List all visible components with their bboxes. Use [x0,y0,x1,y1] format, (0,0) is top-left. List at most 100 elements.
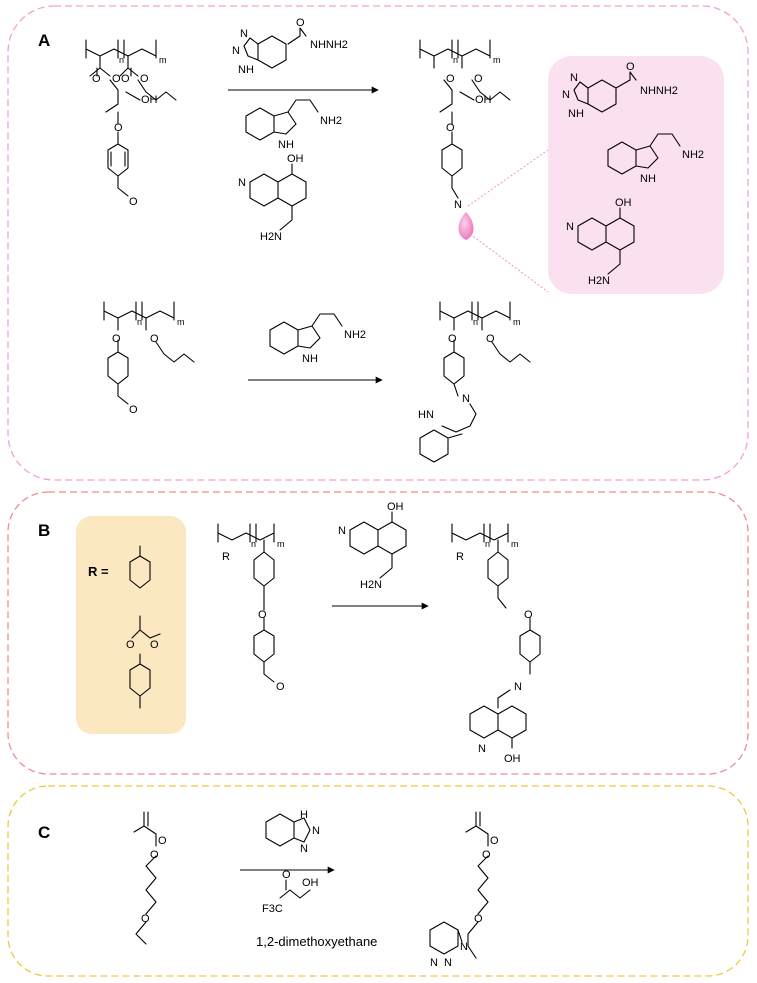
ester-o2-a2p: O [486,333,495,345]
conjugate-options-box [548,56,724,294]
ester-o2-c: O [150,849,159,861]
ether-o-b: O [258,609,267,621]
box-tryptamine-nh2: NH2 [682,149,704,161]
r-label-b-product: R [456,551,464,563]
hydrazide-label: NHNH2 [310,39,348,51]
subscript-n-a2: n [137,317,142,327]
ester-o-c: O [158,835,167,847]
imine-n-a2: N [462,393,470,405]
box-tryptamine [607,133,681,175]
polymer-a1-start [85,39,177,197]
ether-o-product: O [446,122,455,134]
carbonyl-o-2: O [121,73,130,85]
indole-hn-a2: HN [418,409,434,421]
polymer-b-product [451,523,541,749]
r-ester-o2: O [150,639,159,651]
box-quinoline-oh: OH [615,197,632,209]
polymer-a1-product [419,39,511,199]
ester-o2-cp: O [482,849,491,861]
reagent-triazole-n: N [312,825,320,837]
triazole-n2: N [232,45,240,57]
carbonyl-o-1: O [92,73,101,85]
product-triazole-n3: N [430,957,438,969]
quinoline-n-b: N [338,525,346,537]
hydroxyl-oh-product: OH [475,94,492,106]
box-triazole-n2: N [562,89,570,101]
box-hydroxyquinoline [577,207,635,275]
tryptamine-nh2: NH2 [320,115,342,127]
ester-o-a2: O [112,333,121,345]
reagent-tryptamine-a2 [269,313,343,355]
tryptamine-nh-a2: NH [302,353,318,365]
hydrazide-o: O [296,17,305,29]
r-label-b: R [222,551,230,563]
reagent-hydroxyquinoline-b [349,511,407,579]
r-ester-o: O [126,639,135,651]
ether-o-bp: O [524,609,533,621]
vinyl-ether-o-c: O [141,913,150,925]
reagent-tfa-peracid [279,879,311,899]
hydroxyl-oh: OH [141,94,158,106]
panel-c-letter: C [38,823,50,842]
callout-lines [467,149,549,293]
ether-o: O [114,122,123,134]
subscript-m-a2p: m [513,317,521,327]
subscript-m-a2: m [177,317,185,327]
box-triazole-n1: N [570,72,578,84]
ester-o2-product: O [474,73,483,85]
imine-n-a1: N [454,199,462,211]
subscript-n-a1: n [119,55,124,65]
ester-o-2: O [140,73,149,85]
quinoline-n: N [238,177,246,189]
reagent-triazole-nh: H [300,809,308,821]
subscript-m-a1: m [159,55,167,65]
box-hydrazide-label: NHNH2 [640,85,678,97]
reagent-triazole-n2: N [300,843,308,855]
subscript-n-bp: n [485,539,490,549]
reagent-f3c: F3C [262,903,283,915]
subscript-n-b: n [251,539,256,549]
ester-o2-a2: O [150,333,159,345]
ester-o-a2p: O [448,333,457,345]
r-group-box [76,516,186,734]
subscript-m-a1p: m [493,55,501,65]
aldehyde-o-a2: O [129,404,138,416]
panel-b-frame [7,491,749,775]
polymer-a2-product [419,301,531,463]
box-triazole-nh: NH [568,108,584,120]
reagent-benzotriazole-c [265,813,311,847]
box-quinoline-n: N [566,221,574,233]
subscript-m-bp: m [511,539,519,549]
polymer-b-start [217,523,275,683]
subscript-n-a2p: n [473,317,478,327]
polymer-a2-start [103,301,195,405]
quinoline-h2n: H2N [260,231,282,243]
panel-b-letter: B [38,521,50,540]
r-equals: R = [88,564,109,579]
triazole-n1: N [240,28,248,40]
tryptamine-nh: NH [278,139,294,151]
solvent-label: 1,2-dimethoxyethane [256,934,377,949]
ether-o-cp: O [474,913,483,925]
product-triazole-n2: N [444,957,452,969]
ester-o-cp: O [490,835,499,847]
peracid-oh: OH [302,877,319,889]
r-options [129,545,161,709]
peracid-o: O [282,869,291,881]
quinoline-n-bp: N [478,743,486,755]
triazole-nh: NH [238,64,254,76]
ester-o-product: O [446,73,455,85]
payload-bead [458,212,474,240]
monomer-c-start [133,811,157,945]
ester-o-1: O [112,73,121,85]
box-quinoline-h2n: H2N [588,275,610,287]
box-tryptamine-nh: NH [640,173,656,185]
imine-n-b: N [514,681,522,693]
tryptamine-nh2-a2: NH2 [344,329,366,341]
box-hydrazide-o: O [626,61,635,73]
reagent-benzotriazole-hydrazide [243,27,307,69]
quinoline-oh-bp: OH [504,753,521,765]
subscript-m-b: m [277,539,285,549]
panel-a-frame [7,5,749,481]
